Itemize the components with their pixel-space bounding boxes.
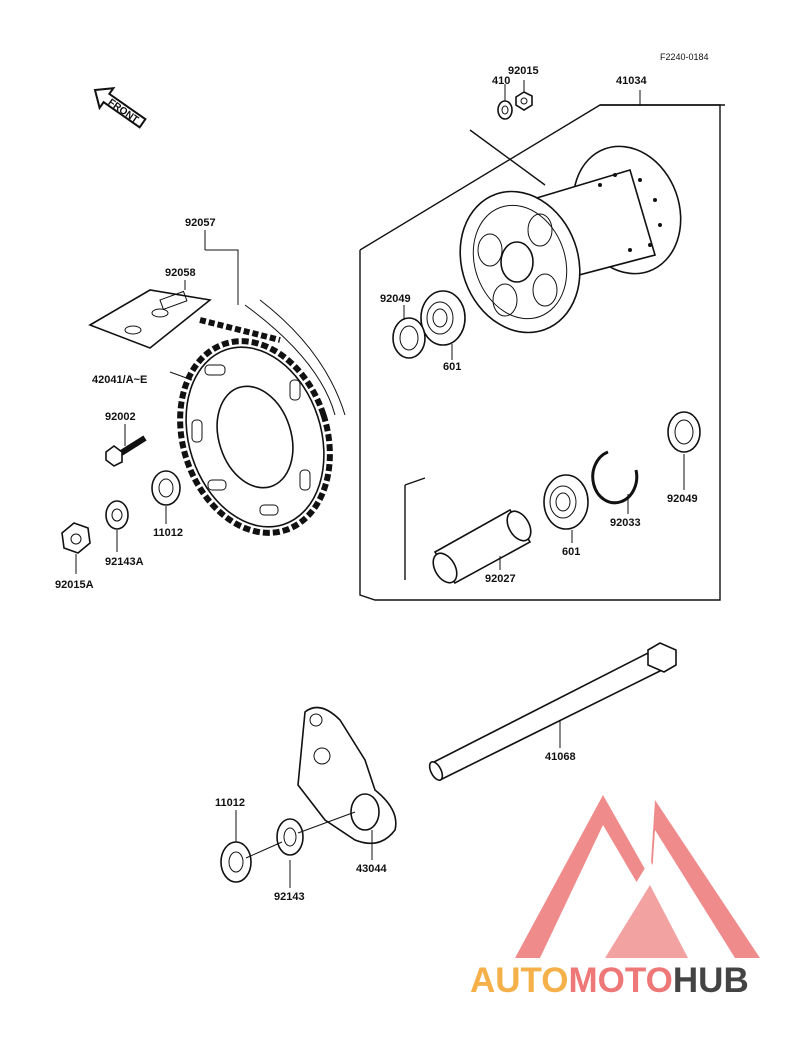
label-42041: 42041/A~E — [92, 374, 147, 386]
label-92015: 92015 — [508, 65, 539, 77]
leader-lines — [75, 80, 685, 888]
axle-41068 — [428, 642, 677, 782]
nut-92015 — [515, 91, 533, 111]
label-92015A: 92015A — [55, 579, 94, 591]
bearing-601-upper — [420, 290, 466, 346]
watermark-logo — [515, 795, 760, 958]
seal-92049-lower — [667, 411, 701, 453]
watermark-auto: AUTO — [470, 961, 569, 1000]
label-410: 410 — [492, 75, 510, 87]
rear-sprocket — [177, 338, 333, 536]
label-92049-upper: 92049 — [380, 293, 411, 305]
drive-chain — [199, 299, 346, 416]
label-11012-lower: 11012 — [215, 797, 245, 809]
label-92058: 92058 — [165, 267, 196, 279]
washer-92143A — [105, 500, 129, 530]
label-92143: 92143 — [274, 891, 305, 903]
spacer-92027 — [432, 508, 532, 585]
washer-410 — [497, 100, 513, 120]
label-43044: 43044 — [356, 863, 387, 875]
label-92033: 92033 — [610, 517, 641, 529]
watermark-text: AUTOMOTOHUB — [470, 961, 749, 1000]
hub-enclosure — [359, 104, 725, 601]
label-41034: 41034 — [616, 75, 647, 87]
label-92049-lower: 92049 — [667, 493, 698, 505]
nut-92015A — [61, 522, 91, 554]
caliper-bracket-43044 — [297, 706, 397, 845]
label-11012-upper: 11012 — [153, 527, 183, 539]
watermark-moto: MOTO — [569, 961, 673, 1000]
bolt-92002 — [105, 435, 147, 467]
collar-11012-lower — [220, 841, 252, 883]
label-92002: 92002 — [105, 411, 136, 423]
label-41068: 41068 — [545, 751, 576, 763]
label-92027: 92027 — [485, 573, 516, 585]
chain-link-plate — [88, 289, 212, 349]
label-92057: 92057 — [185, 217, 216, 229]
label-92143A: 92143A — [105, 556, 144, 568]
rear-hub — [459, 145, 682, 334]
front-arrow: FRONT — [93, 86, 147, 129]
watermark-hub: HUB — [673, 961, 749, 1000]
circlip-92033 — [591, 450, 639, 505]
figure-code: F2240-0184 — [660, 52, 709, 62]
bearing-601-lower — [543, 474, 589, 530]
label-601-upper: 601 — [443, 361, 461, 373]
label-601-lower: 601 — [562, 546, 580, 558]
spacer-92143 — [276, 818, 304, 856]
seal-92049-upper — [392, 317, 426, 359]
collar-11012-upper — [151, 470, 181, 506]
